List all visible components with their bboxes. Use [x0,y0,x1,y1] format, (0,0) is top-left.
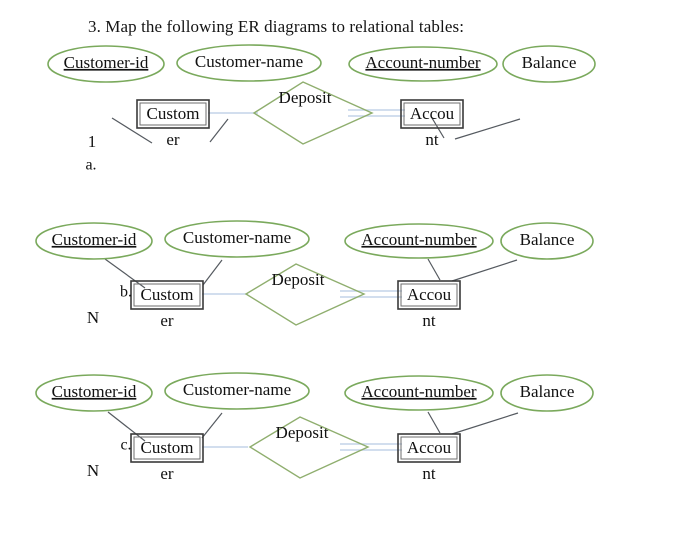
cardinality-label-left: N [87,308,99,327]
attribute-ellipse-customer-name [176,44,322,82]
relationship-diamond-deposit [252,81,374,145]
entity-label-account-overflow: nt [422,464,436,483]
attribute-label-customer-id: Customer-id [52,230,137,249]
attribute-ellipse-balance [500,222,594,260]
attribute-label-balance: Balance [520,230,575,249]
entity-label-account: Accou [407,285,452,304]
attribute-label-customer-name: Customer-name [183,380,291,399]
attribute-ellipse-account-number [344,375,494,411]
entity-label-customer: Custom [141,285,194,304]
entity-box-customer [136,99,210,129]
relationship-diamond-deposit [248,416,370,479]
attribute-label-balance: Balance [522,53,577,72]
entity-label-account-overflow: nt [425,130,439,149]
entity-box-account-inner [400,283,458,307]
attribute-label-account-number: Account-number [361,230,477,249]
attr-link-account-number [427,258,441,281]
entity-box-customer [130,433,204,463]
relationship-diamond-deposit [244,263,366,326]
attribute-ellipse-customer-name [164,372,310,410]
entity-box-customer [130,280,204,310]
entity-label-account-overflow: nt [422,311,436,330]
attribute-ellipse-balance [500,374,594,412]
entity-label-customer-overflow: er [160,464,174,483]
er-diagram-b: Deposit Customer-id Customer-name Accoun… [0,218,700,338]
diagram-index-label: c. [120,437,131,454]
entity-label-customer: Custom [147,104,200,123]
er-diagram-c: Deposit Customer-id Customer-name Accoun… [0,370,700,490]
cardinality-label-left: N [87,461,99,480]
attr-link-account-number [427,411,441,434]
attribute-label-balance: Balance [520,382,575,401]
entity-box-customer-inner [133,283,201,307]
entity-box-account [397,280,461,310]
entity-label-account: Accou [407,438,452,457]
attribute-label-customer-id: Customer-id [52,382,137,401]
attr-link-customer-id [111,117,153,144]
attr-link-balance [454,118,521,140]
diagram-index-label: a. [85,157,96,174]
attribute-ellipse-customer-name [164,220,310,258]
entity-label-account: Accou [410,104,455,123]
attribute-label-account-number: Account-number [365,53,481,72]
attribute-label-account-number: Account-number [361,382,477,401]
entity-box-account-inner [403,102,461,126]
entity-box-customer-inner [139,102,207,126]
relationship-label: Deposit [276,423,329,442]
entity-label-customer-overflow: er [160,311,174,330]
relationship-label: Deposit [272,270,325,289]
relationship-label: Deposit [279,88,332,107]
attr-link-customer-id [107,411,146,442]
attr-link-customer-name [201,412,223,439]
attribute-ellipse-account-number [348,46,498,82]
attribute-ellipse-balance [502,45,596,83]
er-diagram-a: Deposit Customer-id Customer-name Accoun… [0,40,700,174]
attribute-ellipse-customer-id [35,374,153,412]
entity-box-customer-inner [133,436,201,460]
attr-link-customer-name [202,259,223,286]
attr-link-balance [451,412,519,435]
page-title: 3. Map the following ER diagrams to rela… [88,17,465,36]
entity-label-customer-overflow: er [166,130,180,149]
attr-link-customer-name [209,118,229,143]
entity-box-account [397,433,461,463]
entity-box-account-inner [400,436,458,460]
entity-label-customer: Custom [141,438,194,457]
attribute-ellipse-customer-id [35,222,153,260]
diagram-index-label: b. [120,284,132,301]
cardinality-label-left: 1 [88,132,97,151]
entity-box-account [400,99,464,129]
attribute-label-customer-name: Customer-name [183,228,291,247]
attribute-ellipse-account-number [344,223,494,259]
attr-link-customer-id [104,258,146,289]
attribute-label-customer-id: Customer-id [64,53,149,72]
attr-link-balance [451,259,518,282]
attribute-label-customer-name: Customer-name [195,52,303,71]
attribute-ellipse-customer-id [47,45,165,83]
